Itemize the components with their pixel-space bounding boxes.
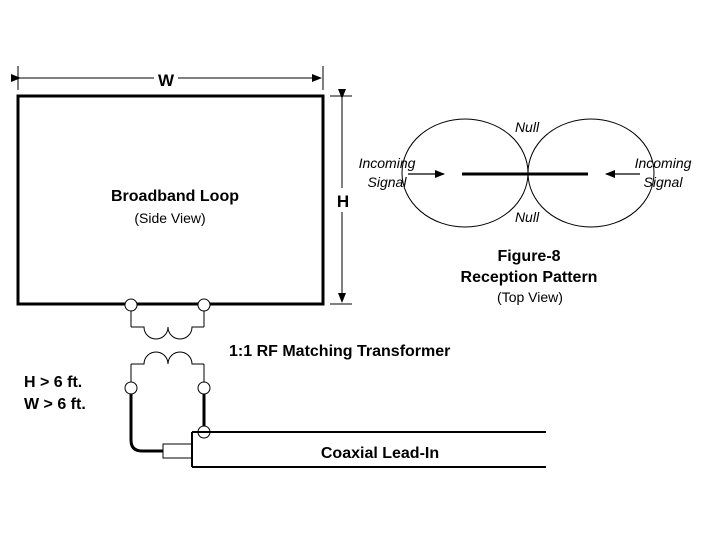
loop-subtitle: (Side View) (134, 210, 205, 226)
coax-label: Coaxial Lead-In (321, 445, 439, 462)
width-dimension (11, 66, 324, 90)
height-label: H (337, 192, 349, 211)
output-terminal-left (124, 381, 138, 395)
pattern-title-2: Reception Pattern (461, 269, 598, 286)
lead-wire-left (129, 394, 163, 453)
transformer-label: 1:1 RF Matching Transformer (229, 343, 450, 360)
null-label-bottom: Null (515, 209, 540, 225)
loop-title: Broadband Loop (111, 188, 239, 205)
incoming-label-left-2: Signal (368, 174, 408, 190)
broadband-loop (16, 94, 325, 306)
incoming-label-left-1: Incoming (359, 155, 416, 171)
coax-connector (162, 443, 193, 459)
width-label: W (158, 71, 175, 90)
output-terminal-right (197, 381, 211, 395)
height-requirement: H > 6 ft. (24, 374, 82, 391)
incoming-label-right-2: Signal (644, 174, 684, 190)
null-label-top: Null (515, 119, 540, 135)
width-requirement: W > 6 ft. (24, 396, 86, 413)
matching-transformer (130, 311, 205, 382)
pattern-title-1: Figure-8 (497, 248, 560, 265)
incoming-label-right-1: Incoming (635, 155, 692, 171)
pattern-subtitle: (Top View) (497, 289, 563, 305)
height-dimension (330, 89, 352, 305)
loop-terminal-left (124, 298, 138, 312)
loop-terminal-right (197, 298, 211, 312)
